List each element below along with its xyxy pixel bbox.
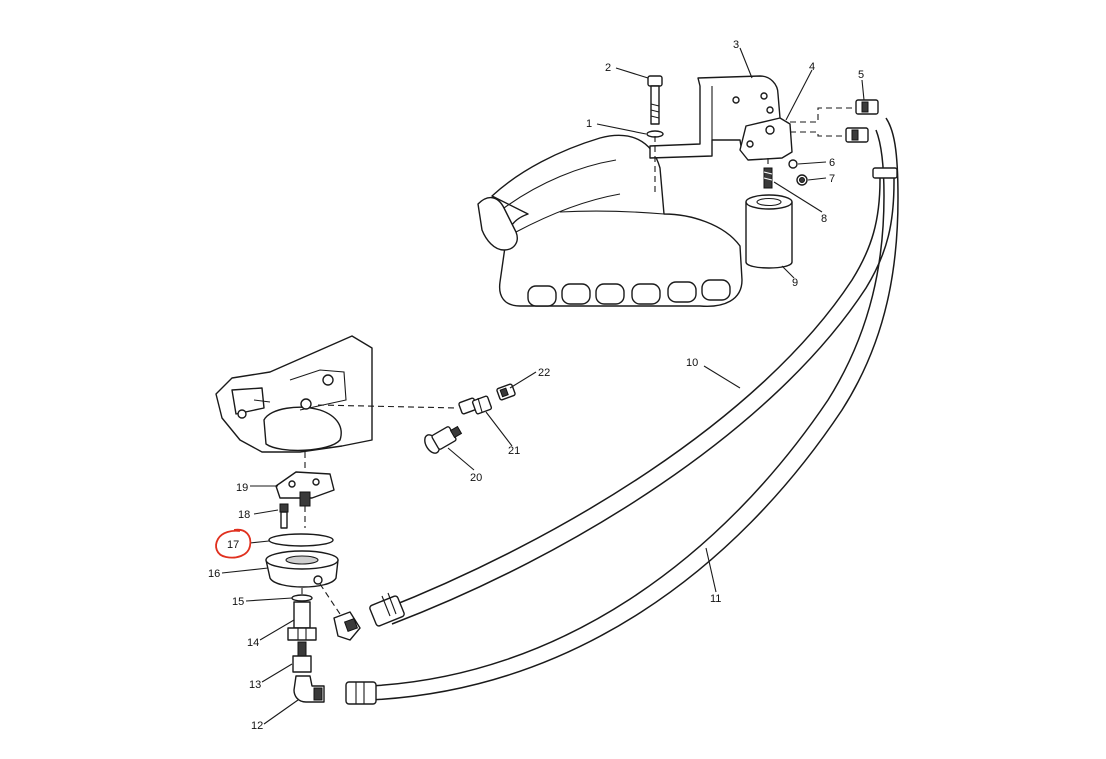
callout-7: 7 [829,173,835,185]
oil-filter [745,194,793,269]
callout-17: 17 [227,539,239,551]
callout-14: 14 [247,637,259,649]
hose-clamp-right [872,167,898,179]
elbow-fitting-12 [293,675,325,703]
callout-4: 4 [809,61,815,73]
adapter-plate-19 [275,471,335,507]
callout-8: 8 [821,213,827,225]
callout-6: 6 [829,157,835,169]
elbow-fitting-upper [333,611,361,641]
hose-11 [369,117,899,701]
bolt-18 [279,503,289,529]
callout-5: 5 [858,69,864,81]
callout-16: 16 [208,568,220,580]
callout-2: 2 [605,62,611,74]
stud-8 [763,167,773,189]
callout-10: 10 [686,357,698,369]
callout-15: 15 [232,596,244,608]
o-ring-17 [268,533,334,547]
washer-15 [291,594,313,602]
callout-20: 20 [470,472,482,484]
pressure-sender-20 [424,425,463,454]
filter-housing-16 [265,550,339,588]
hose-fitting-lower-left [369,592,405,627]
callout-19: 19 [236,482,248,494]
callout-9: 9 [792,277,798,289]
adapter-fitting-21 [458,395,493,415]
hex-nipple-13 [292,641,312,673]
leader-lines [221,47,865,725]
callout-21: 21 [508,445,520,457]
engine-block [215,335,373,453]
callout-22: 22 [538,367,550,379]
callout-18: 18 [238,509,250,521]
exhaust-manifold [477,134,743,307]
filter-head [739,117,793,161]
plug-7 [796,174,808,186]
adapter-fitting-14 [287,601,317,641]
seal-6 [788,159,798,169]
fitting-5 [845,99,879,143]
callout-3: 3 [733,39,739,51]
callout-11: 11 [710,593,721,605]
bolt-2 [647,75,663,125]
callout-1: 1 [586,118,592,130]
highlight-circle [215,528,252,559]
callout-12: 12 [251,720,263,732]
hose-fitting-bottom [345,681,377,705]
callout-13: 13 [249,679,261,691]
hose-10 [381,168,895,625]
